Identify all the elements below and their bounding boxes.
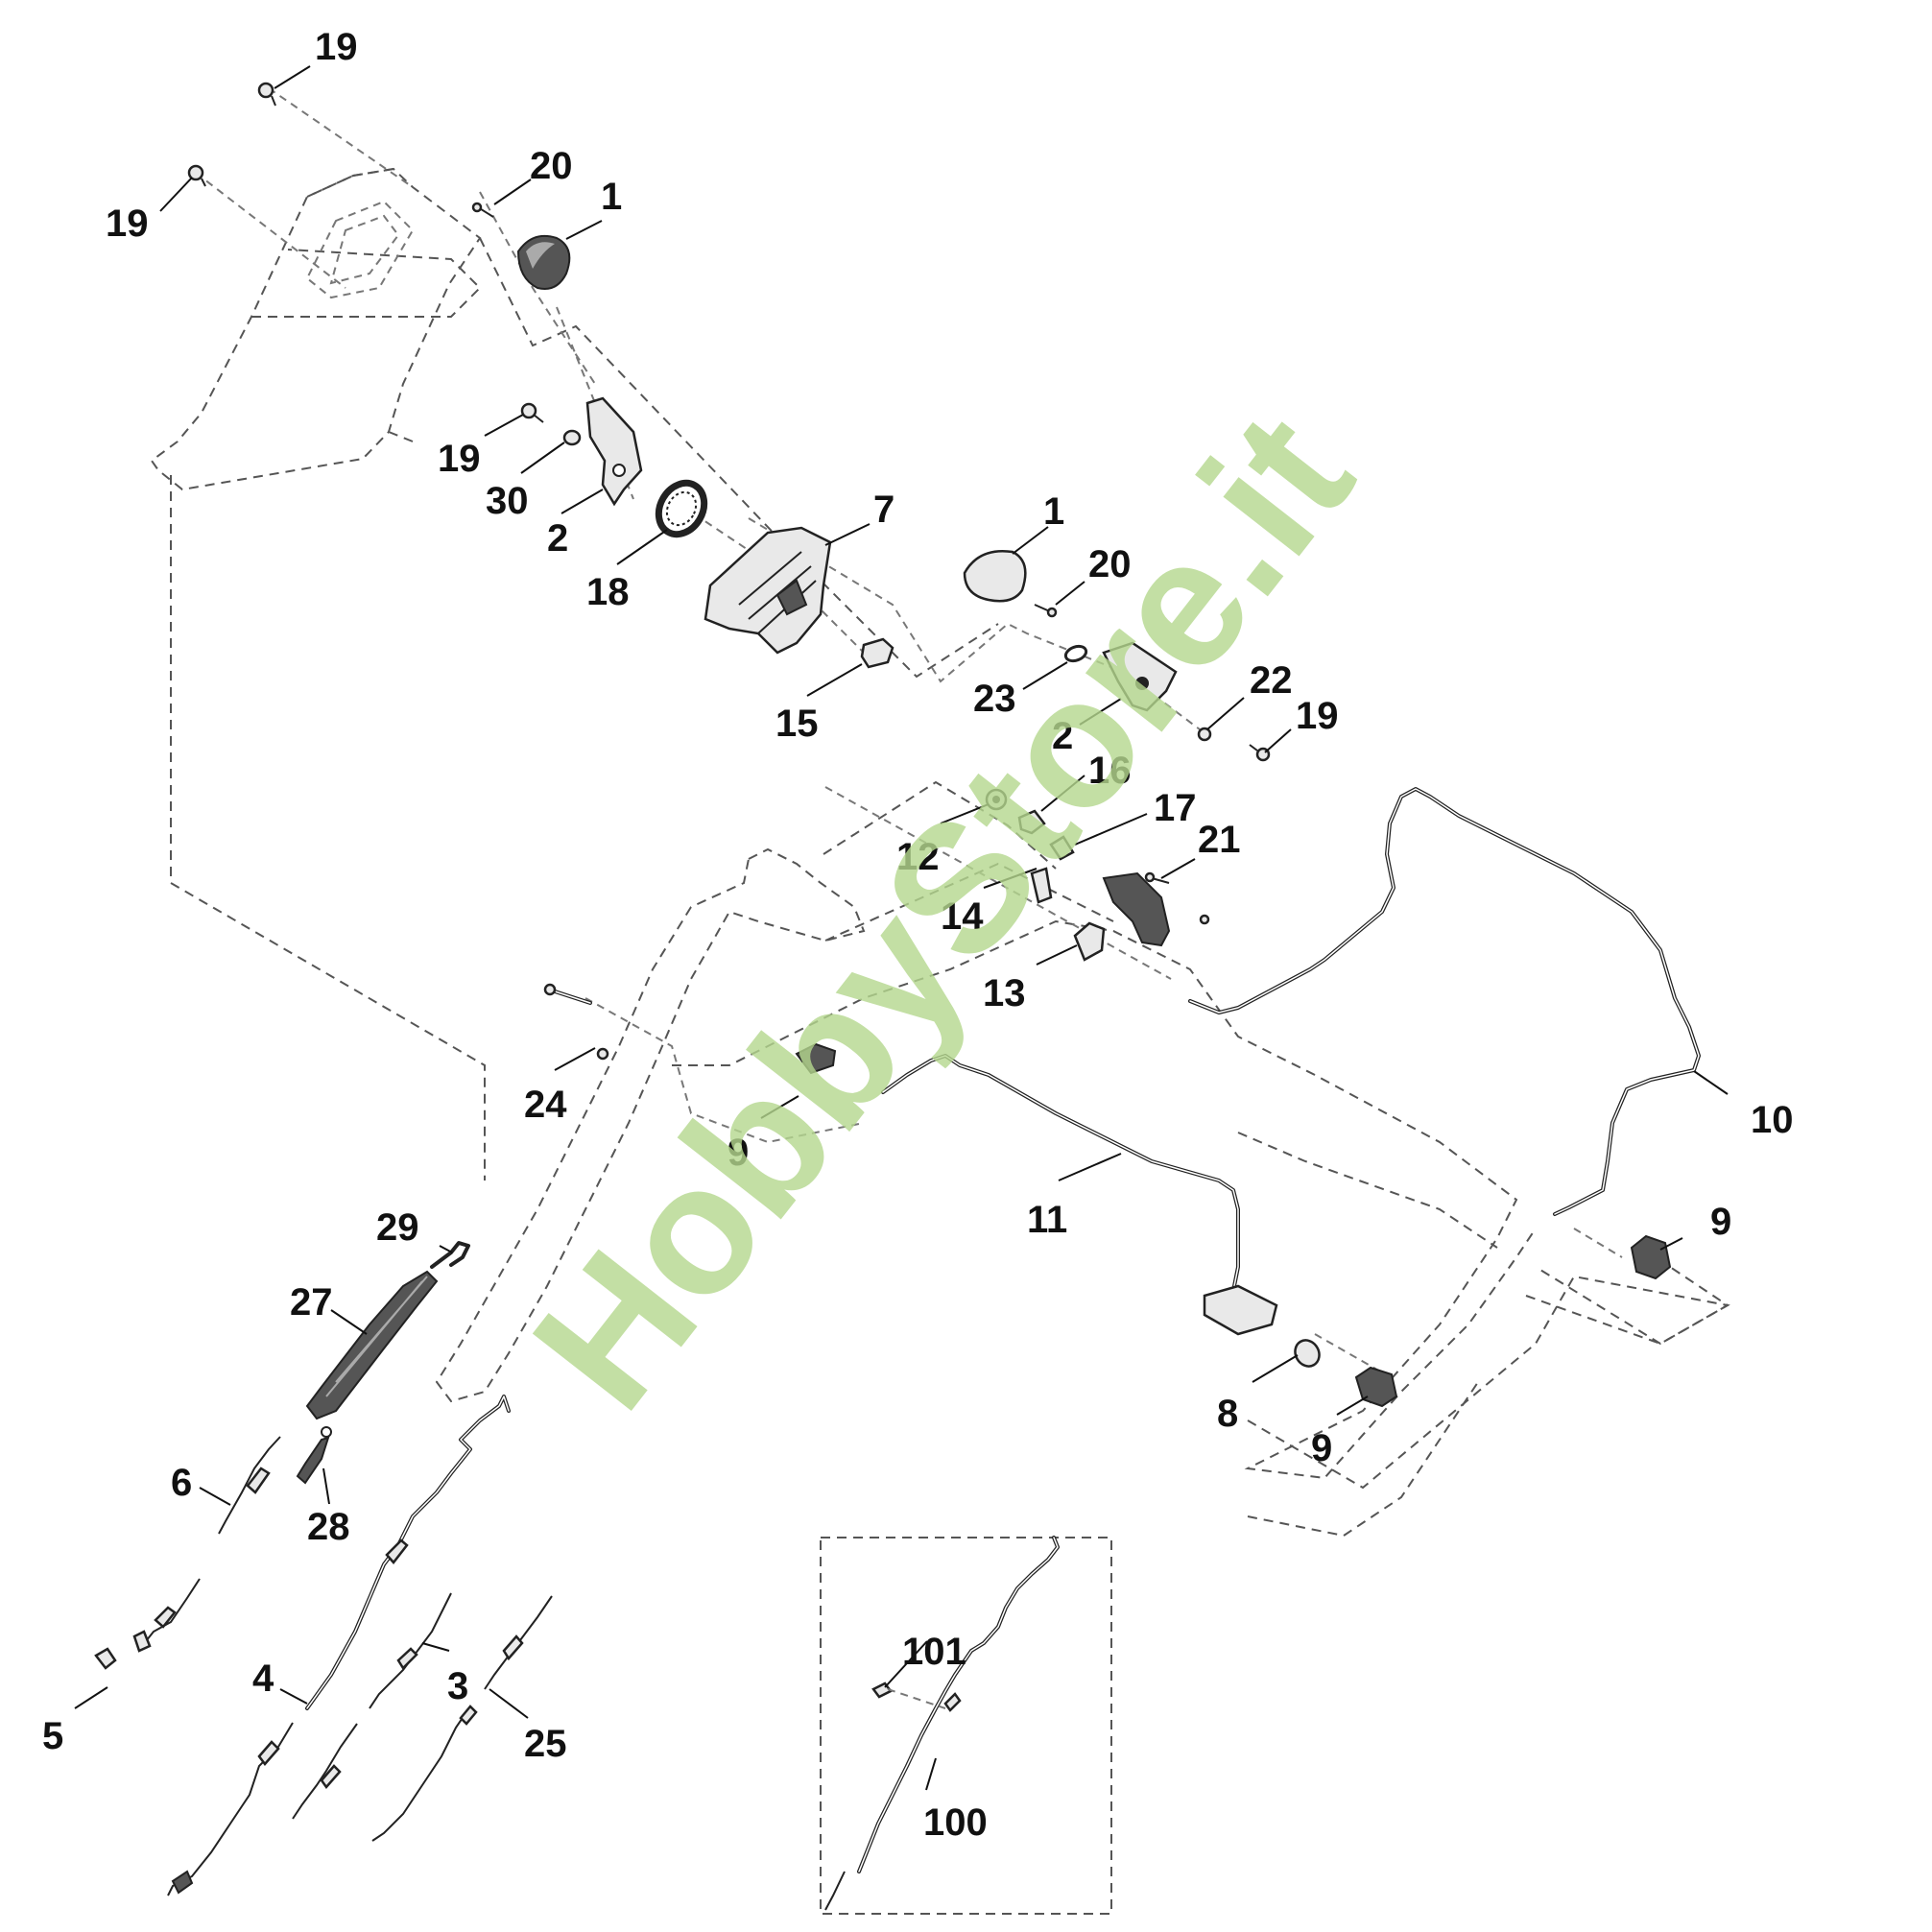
- callout-18: 18: [586, 571, 630, 613]
- bracket-2-right: [1102, 641, 1178, 712]
- kit-100-box: [820, 1536, 1112, 1915]
- callout-4: 4: [252, 1658, 274, 1700]
- cable-4: [167, 1395, 511, 1896]
- callout-labels: 19 19 20 1 19 30 2 18 7 1 20 15 23 22 2 …: [42, 26, 1794, 1844]
- guide-lines: [195, 87, 1623, 1373]
- callout-101: 101: [902, 1631, 966, 1673]
- callout-25: 25: [524, 1723, 567, 1765]
- callout-10: 10: [1751, 1099, 1794, 1141]
- watermark-text: HobbyStore.it: [494, 377, 1391, 1444]
- washer-30: [562, 429, 582, 446]
- callout-28: 28: [307, 1506, 350, 1548]
- callout-14: 14: [941, 895, 984, 938]
- spring-27: [305, 1270, 439, 1420]
- knob-1-right: [963, 550, 1027, 603]
- knob-9-right: [1630, 1234, 1672, 1280]
- callout-9-left: 9: [727, 1132, 749, 1174]
- pin-17: [1049, 835, 1075, 861]
- hook-29: [430, 1241, 470, 1269]
- callout-1-right: 1: [1043, 490, 1064, 533]
- handle-upper-outline: [150, 167, 999, 1181]
- callout-5: 5: [42, 1715, 63, 1757]
- callout-21: 21: [1198, 819, 1241, 861]
- rod-11: [881, 1054, 1278, 1336]
- callout-12: 12: [896, 836, 940, 878]
- callout-30: 30: [486, 480, 529, 522]
- callout-6: 6: [171, 1462, 192, 1504]
- callout-100: 100: [923, 1801, 988, 1844]
- callout-19-right: 19: [1296, 695, 1339, 737]
- screw-21: [1144, 871, 1210, 925]
- callout-23: 23: [973, 678, 1016, 720]
- part-22: [1197, 727, 1212, 742]
- callout-19-top: 19: [315, 26, 358, 68]
- bushing-16: [1017, 809, 1046, 835]
- callout-29: 29: [376, 1206, 419, 1249]
- callout-8: 8: [1217, 1393, 1238, 1435]
- bushing-8: [1294, 1339, 1321, 1368]
- callout-22: 22: [1250, 659, 1293, 702]
- callout-19-left: 19: [106, 203, 149, 245]
- screw-20-upper: [471, 202, 494, 218]
- callout-19-mid: 19: [438, 438, 481, 480]
- grommet-12: [985, 788, 1008, 811]
- cable-3: [292, 1592, 452, 1820]
- spring-28: [296, 1426, 332, 1485]
- clip-15: [860, 637, 894, 669]
- callout-20-upper: 20: [530, 145, 573, 187]
- leader-lines: [74, 65, 1729, 1791]
- callout-9-lower: 9: [1311, 1427, 1332, 1469]
- grip-lever: [1102, 871, 1171, 947]
- callout-2-right: 2: [1052, 715, 1073, 757]
- callout-7: 7: [873, 489, 894, 531]
- bracket-2-upper: [585, 396, 643, 507]
- screw-20-right: [1034, 604, 1058, 618]
- housing-7: [704, 526, 832, 655]
- callout-17: 17: [1154, 787, 1197, 829]
- gear-18: [655, 479, 708, 538]
- callout-27: 27: [290, 1281, 333, 1324]
- rod-10: [1188, 787, 1701, 1216]
- callout-20-right: 20: [1088, 543, 1132, 585]
- screw-19-mid: [520, 402, 544, 423]
- screw-19-top: [257, 82, 276, 107]
- knob-9-left: [795, 1042, 837, 1075]
- clip-5: [94, 1647, 117, 1670]
- callout-24: 24: [524, 1084, 567, 1126]
- callout-3: 3: [447, 1665, 468, 1707]
- handle-lower-outline: [435, 780, 1730, 1538]
- bolt-24: [543, 983, 609, 1061]
- cable-6: [132, 1436, 281, 1653]
- washer-23: [1063, 644, 1088, 663]
- callout-9-right: 9: [1710, 1201, 1731, 1243]
- cable-25: [371, 1595, 553, 1842]
- callout-11: 11: [1027, 1199, 1067, 1241]
- callout-13: 13: [983, 972, 1026, 1014]
- lever-14: [1030, 867, 1053, 904]
- latch-13: [1073, 921, 1106, 962]
- knob-1-upper: [516, 234, 571, 290]
- screw-19-left: [187, 164, 206, 187]
- callout-1-upper: 1: [601, 176, 622, 218]
- callout-15: 15: [775, 703, 819, 745]
- callout-16: 16: [1088, 750, 1132, 792]
- callout-2-upper: 2: [547, 517, 568, 560]
